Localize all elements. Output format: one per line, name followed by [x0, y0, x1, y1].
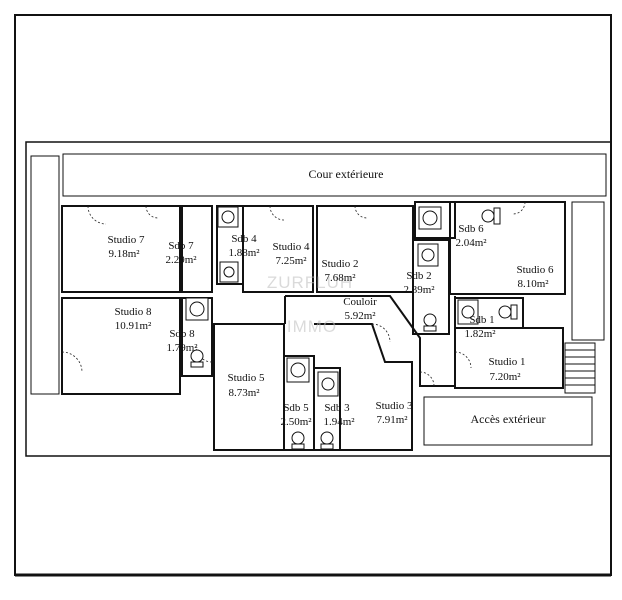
room-studio-7	[61, 205, 181, 293]
svg-text:Couloir: Couloir	[343, 296, 377, 308]
room-studio-8	[61, 297, 181, 395]
svg-text:7.25m²: 7.25m²	[275, 255, 307, 267]
courtyard-label: Cour extérieure	[309, 167, 384, 181]
access-label: Accès extérieur	[471, 412, 546, 426]
svg-text:7.91m²: 7.91m²	[376, 414, 408, 426]
svg-text:2.50m²: 2.50m²	[280, 416, 312, 428]
room-label-sdb-1: Sdb 1 1.82m²	[464, 314, 496, 340]
svg-text:Studio 2: Studio 2	[322, 258, 359, 270]
svg-text:Sdb 8: Sdb 8	[169, 328, 195, 340]
svg-text:Sdb 1: Sdb 1	[469, 314, 494, 326]
svg-text:Sdb 4: Sdb 4	[231, 233, 257, 245]
stairs-icon	[564, 342, 596, 394]
svg-text:7.20m²: 7.20m²	[489, 371, 521, 383]
svg-text:Sdb 2: Sdb 2	[406, 270, 431, 282]
svg-text:1.88m²: 1.88m²	[228, 247, 260, 259]
room-label-couloir: Couloir 5.92m²	[343, 296, 377, 322]
svg-text:1.82m²: 1.82m²	[464, 328, 496, 340]
room-label-sdb-7: Sdb 7 2.29m²	[165, 240, 197, 266]
room-sdb-7	[181, 205, 213, 293]
plan-frame	[25, 141, 612, 457]
left-strip	[30, 155, 60, 395]
room-label-sdb-4: Sdb 4 1.88m²	[228, 233, 260, 259]
room-label-studio-1: Studio 1 7.20m²	[489, 356, 526, 383]
room-studio-3	[314, 323, 413, 451]
room-label-sdb-6: Sdb 6 2.04m²	[455, 223, 487, 249]
toilet-icon	[190, 207, 518, 450]
access-box	[423, 396, 593, 446]
room-sdb-6	[414, 201, 456, 239]
room-label-sdb-3: Sdb 3 1.94m²	[323, 402, 355, 428]
watermark-line-1: ZURFLUH	[267, 273, 353, 292]
svg-text:5.92m²: 5.92m²	[344, 310, 376, 322]
room-sdb-3	[313, 367, 341, 451]
svg-text:2.39m²: 2.39m²	[403, 284, 435, 296]
right-strip	[571, 201, 605, 341]
courtyard-band	[62, 153, 607, 197]
svg-text:Studio 7: Studio 7	[108, 234, 145, 246]
svg-text:8.73m²: 8.73m²	[228, 387, 260, 399]
svg-text:Sdb 5: Sdb 5	[283, 402, 309, 414]
svg-text:Sdb 3: Sdb 3	[324, 402, 350, 414]
room-label-studio-3: Studio 3 7.91m²	[376, 400, 413, 426]
room-label-studio-8: Studio 8 10.91m²	[115, 306, 152, 332]
room-label-sdb-2: Sdb 2 2.39m²	[403, 270, 435, 296]
svg-text:Studio 4: Studio 4	[273, 241, 310, 253]
room-studio-6	[449, 201, 566, 295]
svg-text:7.68m²: 7.68m²	[324, 272, 356, 284]
room-label-sdb-5: Sdb 5 2.50m²	[280, 402, 312, 428]
svg-text:1.94m²: 1.94m²	[323, 416, 355, 428]
svg-text:Sdb 7: Sdb 7	[168, 240, 194, 252]
room-label-studio-4: Studio 4 7.25m²	[273, 241, 310, 267]
room-label-studio-5: Studio 5 8.73m²	[228, 372, 265, 399]
svg-text:Studio 8: Studio 8	[115, 306, 152, 318]
room-label-studio-2: Studio 2 7.68m²	[322, 258, 359, 284]
svg-text:10.91m²: 10.91m²	[115, 320, 152, 332]
svg-text:Studio 1: Studio 1	[489, 356, 526, 368]
svg-text:9.18m²: 9.18m²	[108, 248, 140, 260]
svg-text:8.10m²: 8.10m²	[517, 278, 549, 290]
svg-text:Studio 5: Studio 5	[228, 372, 265, 384]
svg-text:2.29m²: 2.29m²	[165, 254, 197, 266]
room-label-studio-7: Studio 7 9.18m²	[108, 234, 145, 260]
room-studio-4	[242, 205, 314, 293]
svg-text:Sdb 6: Sdb 6	[458, 223, 484, 235]
svg-text:Studio 6: Studio 6	[517, 264, 554, 276]
room-studio-1	[454, 327, 564, 389]
svg-text:Studio 3: Studio 3	[376, 400, 413, 412]
shower-icon	[185, 206, 479, 397]
room-label-studio-6: Studio 6 8.10m²	[517, 264, 554, 290]
svg-text:2.04m²: 2.04m²	[455, 237, 487, 249]
svg-text:1.79m²: 1.79m²	[166, 342, 198, 354]
room-label-sdb-8: Sdb 8 1.79m²	[166, 328, 198, 354]
watermark-line-2: IMMO	[287, 317, 337, 336]
